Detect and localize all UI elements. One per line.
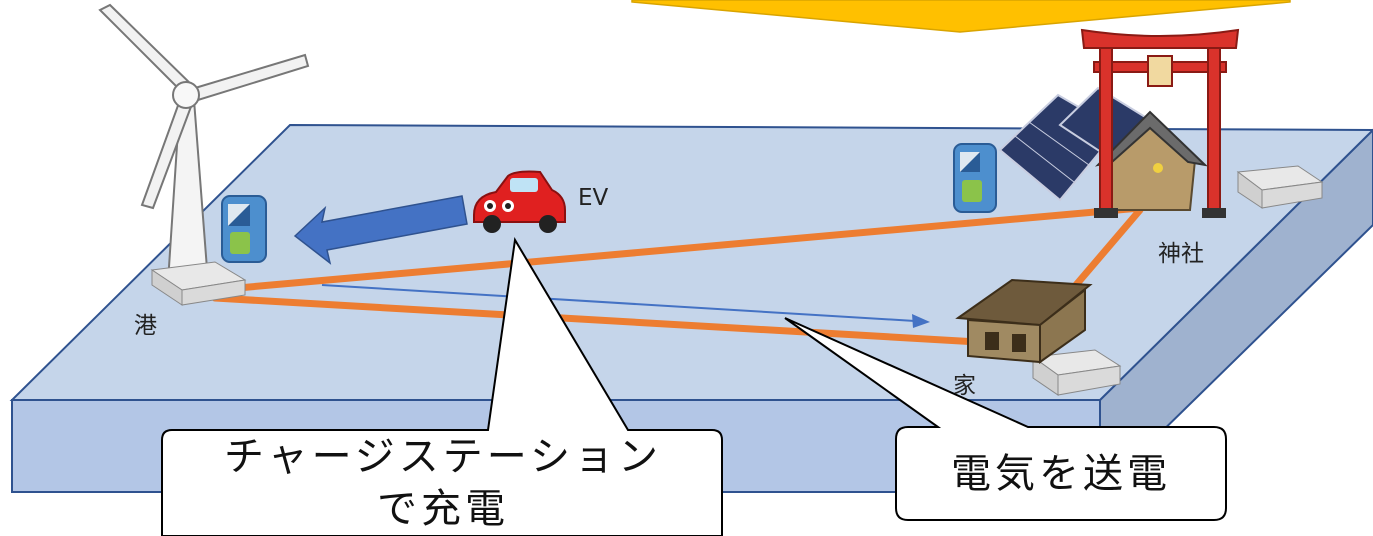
label-shrine: 神社 (1158, 241, 1204, 267)
controller-box-icon (1236, 165, 1324, 209)
callout-charging-text-line2: で充電 (377, 486, 509, 532)
power-line-port-shrine (211, 204, 1144, 294)
charging-station-icon (953, 143, 997, 213)
power-lines (211, 204, 1144, 349)
controller-box-icon (1031, 349, 1122, 396)
callout-charging (161, 237, 723, 536)
callout-transmit (784, 317, 1227, 521)
power-line-shrine-house (1066, 206, 1144, 296)
torii-icon (1080, 28, 1240, 218)
label-port: 港 (134, 313, 157, 339)
ev-to-charger-arrow (293, 195, 468, 265)
label-ev: EV (578, 185, 609, 211)
transmission-arrow (321, 284, 930, 328)
callout-transmit-text: 電気を送電 (951, 451, 1171, 497)
house-icon (955, 278, 1093, 364)
banner-arrow (631, 0, 1291, 33)
platform (9, 123, 1373, 495)
ev-car-icon (473, 170, 566, 233)
power-line-port-house (211, 294, 1034, 349)
controller-box-icon (150, 261, 247, 306)
callout-charging-text-line1: チャージステーション (224, 434, 662, 480)
charging-station-icon (221, 195, 267, 263)
label-house: 家 (953, 373, 976, 399)
